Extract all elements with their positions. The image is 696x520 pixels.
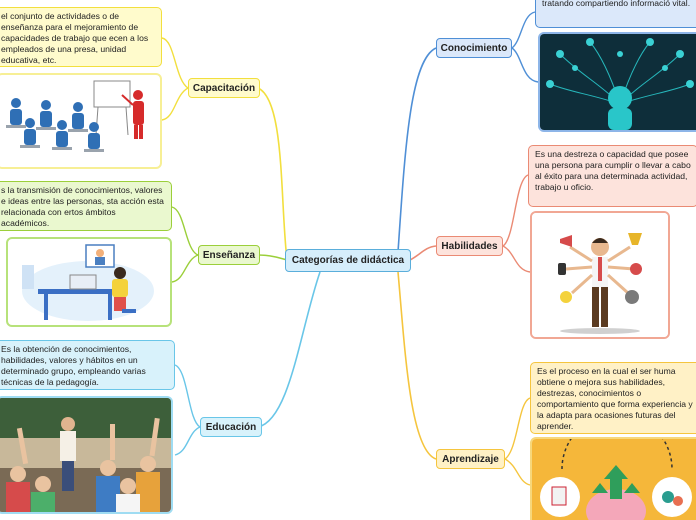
link-central-capacitacion: [257, 87, 288, 261]
aprendizaje-description: Es el proceso en la cual el ser huma obt…: [530, 362, 696, 434]
link-central-ensenanza: [257, 254, 288, 261]
branch-ensenanza[interactable]: Enseñanza: [198, 245, 260, 265]
branch-educacion[interactable]: Educación: [200, 417, 262, 437]
branch-habilidades-label: Habilidades: [441, 240, 498, 252]
brain-network-illustration: [538, 32, 696, 132]
learning-brain-illustration: [530, 437, 696, 520]
branch-habilidades[interactable]: Habilidades: [436, 236, 503, 256]
multitasking-person-illustration: [530, 211, 670, 339]
link-central-habilidades: [409, 245, 437, 261]
branch-capacitacion[interactable]: Capacitación: [188, 78, 260, 98]
students-raising-hands-photo: [0, 396, 173, 514]
central-topic-node[interactable]: Categorías de didáctica: [285, 249, 411, 272]
branch-aprendizaje[interactable]: Aprendizaje: [436, 449, 505, 469]
ensenanza-description: s la transmisión de conocimientos, valor…: [0, 181, 172, 231]
conocimiento-description: tratando compartiendo informació vital.: [535, 0, 696, 28]
branch-capacitacion-label: Capacitación: [192, 82, 256, 94]
habilidades-description: Es una destreza o capacidad que posee un…: [528, 145, 696, 207]
central-topic-label: Categorías de didáctica: [291, 255, 405, 266]
educacion-description: Es la obtención de conocimientos, habili…: [0, 340, 175, 390]
branch-educacion-label: Educación: [205, 421, 257, 433]
online-teaching-illustration: [6, 237, 172, 327]
link-central-conocimiento: [397, 47, 437, 253]
branch-aprendizaje-label: Aprendizaje: [442, 453, 499, 465]
branch-conocimiento-label: Conocimiento: [440, 42, 508, 54]
classroom-training-illustration: [0, 73, 162, 169]
branch-ensenanza-label: Enseñanza: [202, 249, 256, 261]
link-central-educacion: [257, 271, 321, 428]
branch-conocimiento[interactable]: Conocimiento: [436, 38, 512, 58]
capacitacion-description: el conjunto de actividades o de enseñanz…: [0, 7, 162, 67]
link-central-aprendizaje: [397, 271, 437, 460]
